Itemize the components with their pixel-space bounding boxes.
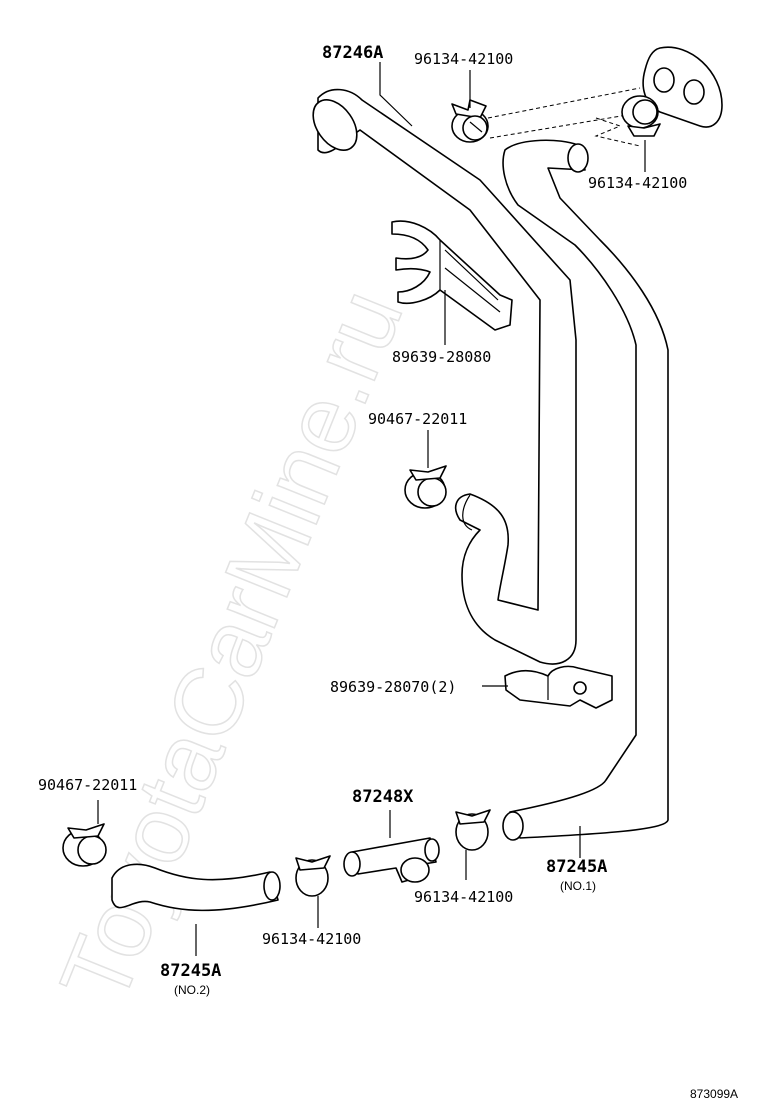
label-87245a-no1: 87245A bbox=[546, 857, 607, 877]
clip-96134-bottom-left[interactable] bbox=[295, 855, 331, 897]
label-bracket-89639-28070: 89639-28070(2) bbox=[330, 678, 456, 696]
bracket-89639-28080[interactable] bbox=[391, 220, 513, 331]
clip-96134-bottom-right[interactable] bbox=[455, 809, 491, 851]
clamp-90467-left[interactable] bbox=[62, 823, 107, 867]
clamp-90467-mid[interactable] bbox=[404, 465, 447, 509]
clip-96134-top-left[interactable] bbox=[451, 99, 489, 143]
leader-lines bbox=[97, 62, 646, 956]
label-bracket-89639-28080: 89639-28080 bbox=[392, 348, 491, 366]
label-clip-top-right: 96134-42100 bbox=[588, 174, 687, 192]
label-clamp-left: 90467-22011 bbox=[38, 776, 137, 794]
grommet-top-right[interactable] bbox=[642, 46, 723, 128]
label-87245a-no2-sub: (NO.2) bbox=[174, 983, 210, 997]
bracket-89639-28070[interactable] bbox=[504, 665, 613, 709]
hose-87246a[interactable] bbox=[304, 88, 577, 665]
clip-96134-top-right[interactable] bbox=[621, 95, 661, 137]
joint-87248x[interactable] bbox=[343, 837, 440, 883]
label-87245a-no2: 87245A bbox=[160, 961, 221, 981]
label-87248x: 87248X bbox=[352, 787, 414, 807]
label-clamp-mid: 90467-22011 bbox=[368, 410, 467, 428]
label-clip-top-left: 96134-42100 bbox=[414, 50, 513, 68]
label-clip-bottom-right: 96134-42100 bbox=[414, 888, 513, 906]
hose-87245a-no1[interactable] bbox=[502, 139, 669, 841]
label-87246a: 87246A bbox=[322, 43, 383, 63]
label-clip-bottom-left: 96134-42100 bbox=[262, 930, 361, 948]
diagram-code: 873099A bbox=[690, 1087, 738, 1101]
label-87245a-no1-sub: (NO.1) bbox=[560, 879, 596, 893]
hose-87245a-no2[interactable] bbox=[111, 863, 281, 912]
